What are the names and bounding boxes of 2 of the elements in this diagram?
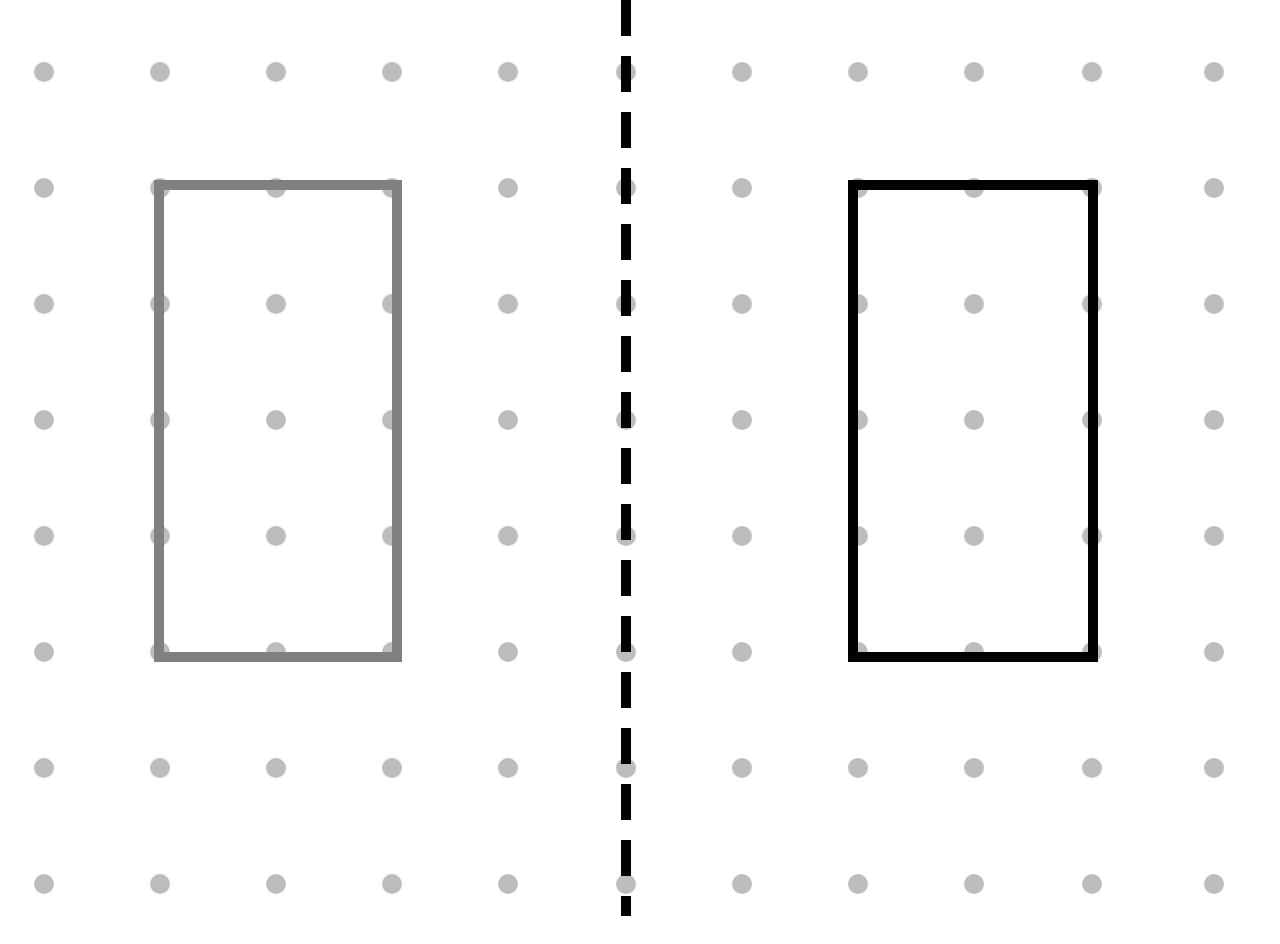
rectangle-outline bbox=[848, 180, 1098, 662]
rectangle-outline bbox=[154, 180, 402, 662]
